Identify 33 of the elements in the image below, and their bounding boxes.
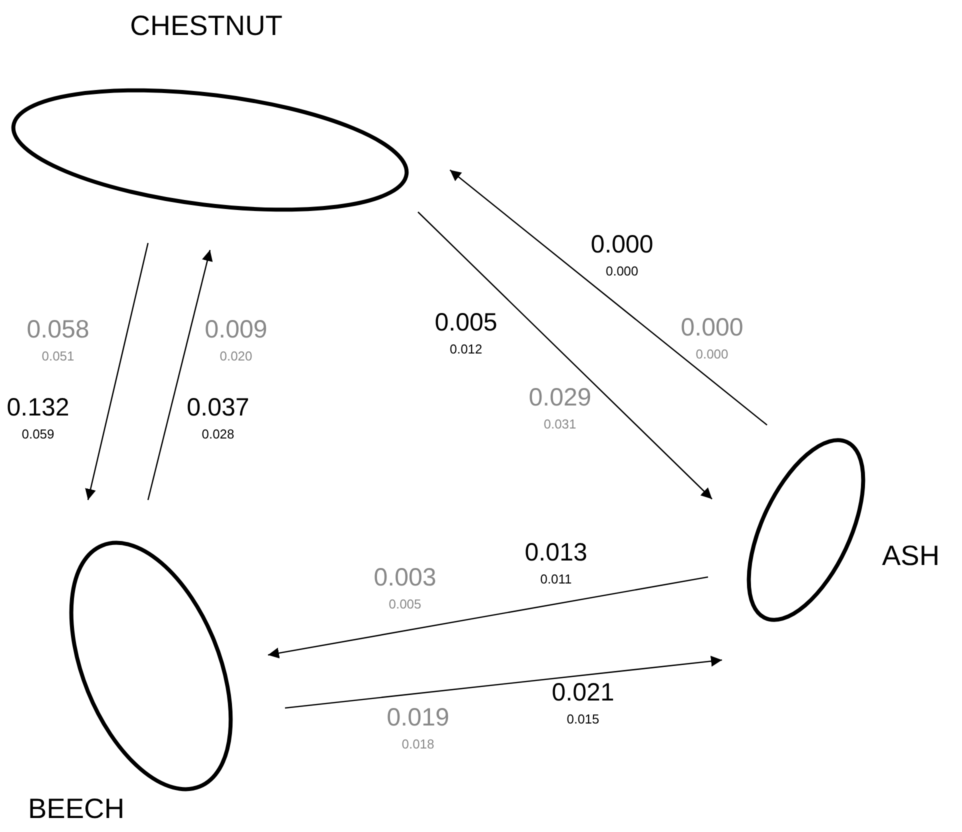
primary-value: 0.132	[6, 396, 70, 420]
secondary-value: 0.051	[42, 350, 74, 362]
secondary-value: 0.059	[22, 428, 54, 440]
primary-value: 0.000	[680, 316, 744, 340]
primary-value: 0.037	[186, 396, 250, 420]
arrow	[450, 170, 768, 426]
primary-value: 0.005	[434, 310, 498, 336]
secondary-value: 0.031	[544, 418, 576, 430]
primary-value: 0.003	[374, 566, 436, 590]
node-label: CHESTNUT	[130, 12, 282, 40]
secondary-value: 0.012	[450, 342, 482, 356]
secondary-value: 0.018	[402, 738, 434, 750]
arrow	[85, 242, 149, 500]
arrow	[284, 656, 722, 709]
primary-value: 0.000	[590, 232, 654, 258]
secondary-value: 0.005	[388, 598, 422, 610]
secondary-value: 0.011	[540, 572, 572, 586]
arrow	[418, 212, 712, 500]
primary-value: 0.019	[386, 706, 450, 730]
secondary-value: 0.020	[220, 350, 252, 362]
secondary-value: 0.028	[202, 428, 234, 440]
node-label: ASH	[882, 542, 940, 570]
primary-value: 0.058	[26, 318, 90, 342]
primary-value: 0.013	[524, 540, 588, 566]
secondary-value: 0.015	[566, 712, 600, 726]
secondary-value: 0.000	[606, 264, 638, 278]
node-label: BEECH	[28, 795, 124, 823]
primary-value: 0.009	[204, 318, 268, 342]
arrow	[147, 250, 213, 500]
primary-value: 0.029	[528, 386, 592, 410]
arrow	[268, 576, 708, 658]
primary-value: 0.021	[552, 680, 614, 706]
secondary-value: 0.000	[696, 348, 728, 360]
